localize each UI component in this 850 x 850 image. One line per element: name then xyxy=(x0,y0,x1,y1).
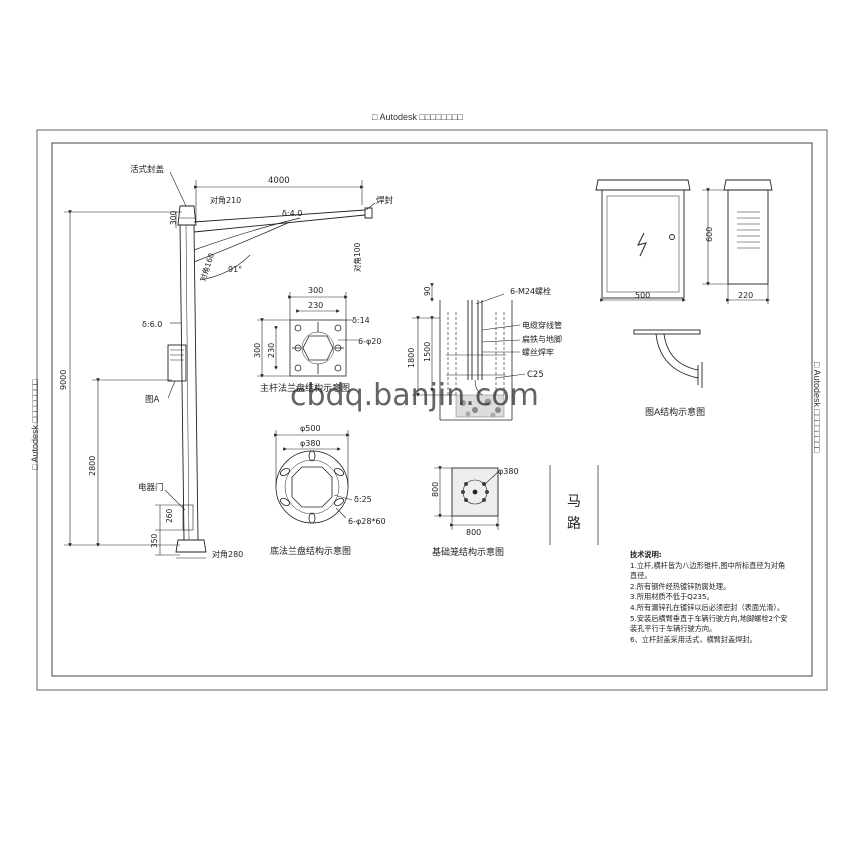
flange-base-d380: φ380 xyxy=(300,439,321,448)
dim-diag-arm-end: 对角100 xyxy=(352,242,362,272)
flange-main-h300: 300 xyxy=(253,343,262,358)
watermark-top: □ Autodesk □□□□□□□□ xyxy=(372,112,463,122)
flange-base-thickness: δ:25 xyxy=(354,495,372,504)
tech-note-4: 4.所有漏锌孔在镀锌以后必须密封（表面光滑）。 xyxy=(630,602,785,612)
cage-dims xyxy=(434,466,500,530)
base-flange-dims xyxy=(274,430,353,519)
cabinet-front xyxy=(595,179,691,299)
dim-base-350: 350 xyxy=(150,533,159,548)
cage-w800: 800 xyxy=(466,528,481,537)
tech-note-5: 5.安装后横臂垂直于车辆行驶方向,地脚螺栓2个安装孔平行于车辆行驶方向。 xyxy=(630,613,788,634)
dim-diag-mid: 对角160 xyxy=(197,251,216,282)
figA-caption: 图A结构示意图 xyxy=(645,406,705,418)
flange-main-w230: 230 xyxy=(308,301,323,310)
road-text-1: 马 xyxy=(567,494,581,510)
foundation-section xyxy=(439,300,513,421)
pole-elevation xyxy=(164,171,376,559)
dim-height-300: 300 xyxy=(169,210,178,225)
tech-note-1: 1.立杆,横杆皆为八边形锥杆,图中所标直径为对角直径。 xyxy=(630,560,786,581)
flange-main-holes: 6-φ20 xyxy=(358,337,381,346)
inner-border xyxy=(51,142,813,677)
tech-note-3: 3.所用材质不低于Q235。 xyxy=(630,592,714,602)
flange-base-holes: 6-φ28*60 xyxy=(348,517,386,526)
cage-h800: 800 xyxy=(431,482,440,497)
foundation-cage xyxy=(451,467,499,517)
pole-dimensions xyxy=(64,180,364,556)
road-text-2: 路 xyxy=(567,516,581,532)
cabinet-dims xyxy=(600,188,770,304)
label-door: 电器门 xyxy=(138,482,164,493)
label-figA: 图A xyxy=(145,395,160,405)
outer-border xyxy=(36,129,828,691)
flange-base-d500: φ500 xyxy=(300,424,321,433)
foundation-flat-iron: 扁铁与地脚 xyxy=(522,334,562,344)
foundation-d1500: 1500 xyxy=(423,342,432,362)
cabinet-side xyxy=(723,179,773,285)
flange-main-w300: 300 xyxy=(308,286,323,295)
flange-main-h230: 230 xyxy=(267,343,276,358)
foundation-d1800: 1800 xyxy=(407,348,416,368)
cage-d380: φ380 xyxy=(498,467,519,476)
dim-diag-top: 对角210 xyxy=(210,195,241,205)
dim-box-height: 2800 xyxy=(88,456,97,476)
figA-bracket xyxy=(633,329,703,388)
main-flange-dims xyxy=(257,292,358,378)
watermark-site: cbdq.banjin.com xyxy=(290,378,539,413)
main-flange xyxy=(289,319,347,377)
cabinet-w500: 500 xyxy=(635,291,650,300)
flange-base-caption: 底法兰盘结构示意图 xyxy=(270,545,351,557)
label-cap: 活式封盖 xyxy=(130,164,165,175)
tech-notes-title: 技术说明: xyxy=(630,550,662,559)
flange-main-thickness: δ:14 xyxy=(352,316,370,325)
tech-note-6: 6、立杆封盖采用活式，横臂封盖焊封。 xyxy=(630,634,757,644)
cage-caption: 基础笼结构示意图 xyxy=(432,546,504,558)
foundation-dims xyxy=(412,283,526,397)
base-flange xyxy=(275,450,349,524)
foundation-cable: 电缆穿线管 xyxy=(522,320,562,330)
tech-notes: 技术说明: 1.立杆,横杆皆为八边形锥杆,图中所标直径为对角直径。 2.所有钢件… xyxy=(630,550,790,645)
tech-note-2: 2.所有钢件经热镀锌防腐处理。 xyxy=(630,581,731,591)
flange-main-caption: 主杆法兰盘结构示意图 xyxy=(260,382,350,394)
dim-arm-thickness: δ:4.0 xyxy=(282,209,302,218)
dim-diag-base: 对角280 xyxy=(212,549,243,559)
label-weld: 焊封 xyxy=(376,195,394,206)
foundation-concrete: C25 xyxy=(527,370,544,380)
dim-pole-thickness: δ:6.0 xyxy=(142,320,162,329)
dim-angle: 91° xyxy=(228,265,242,274)
foundation-weld: 螺丝焊牢 xyxy=(522,347,554,357)
dim-total-height: 9000 xyxy=(59,370,68,390)
foundation-bolts: 6-M24螺栓 xyxy=(510,286,551,296)
cabinet-h600: 600 xyxy=(705,227,714,242)
cabinet-d220: 220 xyxy=(738,291,753,300)
dim-door-260: 260 xyxy=(165,508,174,523)
dim-arm-length: 4000 xyxy=(268,176,290,186)
foundation-d90: 90 xyxy=(423,286,432,296)
